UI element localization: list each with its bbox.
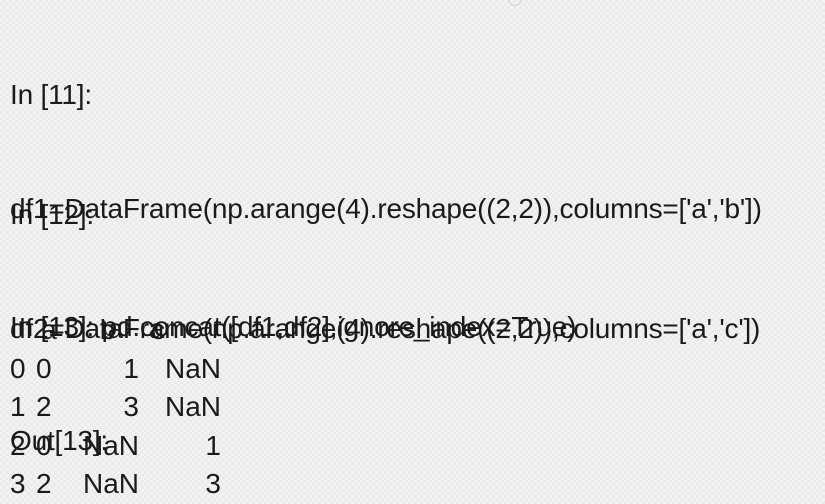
cell-b: NaN — [82, 468, 139, 499]
output-prompt: Out[13]: — [10, 425, 109, 456]
table-row: 0 0 1 NaN — [10, 350, 221, 389]
cell-c: 3 — [205, 468, 221, 499]
code-line[interactable]: df2=DataFrame(np.arange(4).reshape((2,2)… — [10, 313, 761, 344]
output-dataframe-table: a b c 0 0 1 NaN 1 2 3 NaN 2 0 NaN 1 3 2 … — [10, 311, 221, 504]
input-prompt: In [11]: — [10, 79, 92, 110]
cell-a: 0 — [36, 429, 52, 461]
cell-b: 1 — [123, 352, 139, 384]
cell-a: 2 — [36, 391, 52, 422]
column-header-b: b — [99, 314, 116, 345]
cell-a: 0 — [36, 352, 52, 384]
table-row: 1 2 3 NaN — [10, 388, 221, 427]
column-header-a: a — [41, 314, 57, 345]
row-index: 0 — [10, 352, 26, 384]
row-index: 1 — [10, 391, 26, 422]
input-prompt-with-code[interactable]: In [13]: pd.concat([df1,df2],ignore_inde… — [10, 311, 577, 342]
table-header-row: a b c — [10, 311, 221, 350]
input-cell-11[interactable]: In [11]: df1=DataFrame(np.arange(4).resh… — [10, 0, 762, 266]
cell-b: 3 — [123, 391, 139, 422]
cell-b: NaN — [82, 429, 139, 461]
code-line[interactable]: df1=DataFrame(np.arange(4).reshape((2,2)… — [10, 193, 762, 224]
row-index: 2 — [10, 429, 26, 461]
cell-c: 1 — [205, 429, 221, 461]
input-cell-12[interactable]: In [12]: df2=DataFrame(np.arange(4).resh… — [10, 120, 760, 386]
cell-a: 2 — [36, 468, 52, 499]
row-index: 3 — [10, 468, 26, 499]
column-header-c: c — [151, 314, 165, 345]
input-cell-13[interactable]: In [13]: pd.concat([df1,df2],ignore_inde… — [10, 232, 576, 498]
table-row: 3 2 NaN 3 — [10, 465, 221, 504]
index-header — [10, 311, 36, 350]
cell-c: NaN — [164, 352, 221, 384]
input-prompt: In [12]: — [10, 199, 95, 230]
cell-c: NaN — [164, 391, 221, 422]
table-row: 2 0 NaN 1 — [10, 427, 221, 466]
